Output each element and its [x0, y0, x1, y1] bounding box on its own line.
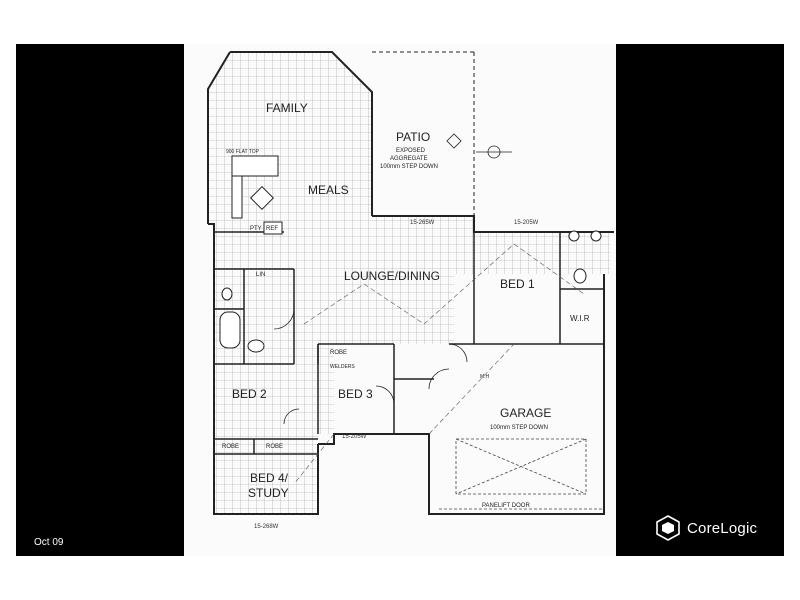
dimension-labels: 15-205W 15-205W 15-265W 15-268W	[254, 220, 539, 530]
outer-walls	[207, 51, 614, 515]
garage-door	[439, 438, 604, 510]
door-swings	[273, 308, 468, 425]
label-patio: PATIO	[396, 130, 430, 144]
dimension-3: 15-265W	[410, 220, 435, 226]
room-labels: FAMILY PATIO EXPOSED AGGREGATE 100mm STE…	[222, 101, 590, 509]
label-bed2: BED 2	[232, 387, 267, 401]
label-garage-note: 100mm STEP DOWN	[490, 425, 548, 431]
label-wir: W.I.R	[570, 314, 590, 323]
date-label: Oct 09	[34, 537, 64, 548]
kitchen-bench	[231, 155, 283, 235]
label-patio-note-2: AGGREGATE	[390, 156, 428, 162]
label-study: STUDY	[248, 486, 289, 500]
label-patio-note-3: 100mm STEP DOWN	[380, 164, 438, 170]
floor-plan: FAMILY PATIO EXPOSED AGGREGATE 100mm STE…	[184, 44, 616, 556]
label-pty: PTY	[250, 226, 262, 232]
corelogic-brand-text: CoreLogic	[687, 519, 758, 537]
dimension-1: 15-205W	[514, 220, 539, 226]
step-marker	[446, 133, 512, 159]
label-bed4: BED 4/	[250, 471, 289, 485]
floor-plan-drawing: FAMILY PATIO EXPOSED AGGREGATE 100mm STE…	[207, 51, 614, 530]
dimension-4: 15-268W	[254, 524, 279, 530]
label-family: FAMILY	[266, 101, 308, 115]
label-bed1: BED 1	[500, 277, 535, 291]
label-mh: M.H	[480, 374, 490, 380]
label-ref: REF	[266, 226, 278, 232]
tiled-floor	[208, 52, 610, 514]
label-robe-2: ROBE	[222, 444, 239, 450]
label-bed3: BED 3	[338, 387, 373, 401]
label-robe-3: ROBE	[266, 444, 283, 450]
dimension-2: 15-205W	[342, 434, 367, 440]
interior-walls	[214, 231, 604, 455]
label-lin: LIN	[256, 272, 265, 278]
label-meals: MEALS	[308, 183, 349, 197]
label-welders: WELDERS	[330, 364, 355, 370]
corelogic-watermark: CoreLogic	[655, 515, 757, 541]
label-patio-note-1: EXPOSED	[396, 148, 426, 154]
label-flat-top: 900 FLAT TOP	[226, 149, 260, 155]
bathroom-fixtures	[219, 230, 602, 353]
label-garage: GARAGE	[500, 406, 551, 420]
corelogic-logo-icon	[656, 515, 680, 541]
label-robe-1: ROBE	[330, 350, 347, 356]
label-lounge-dining: LOUNGE/DINING	[344, 269, 440, 283]
label-panelift: PANELIFT DOOR	[482, 503, 530, 509]
roof-lines	[293, 243, 585, 485]
